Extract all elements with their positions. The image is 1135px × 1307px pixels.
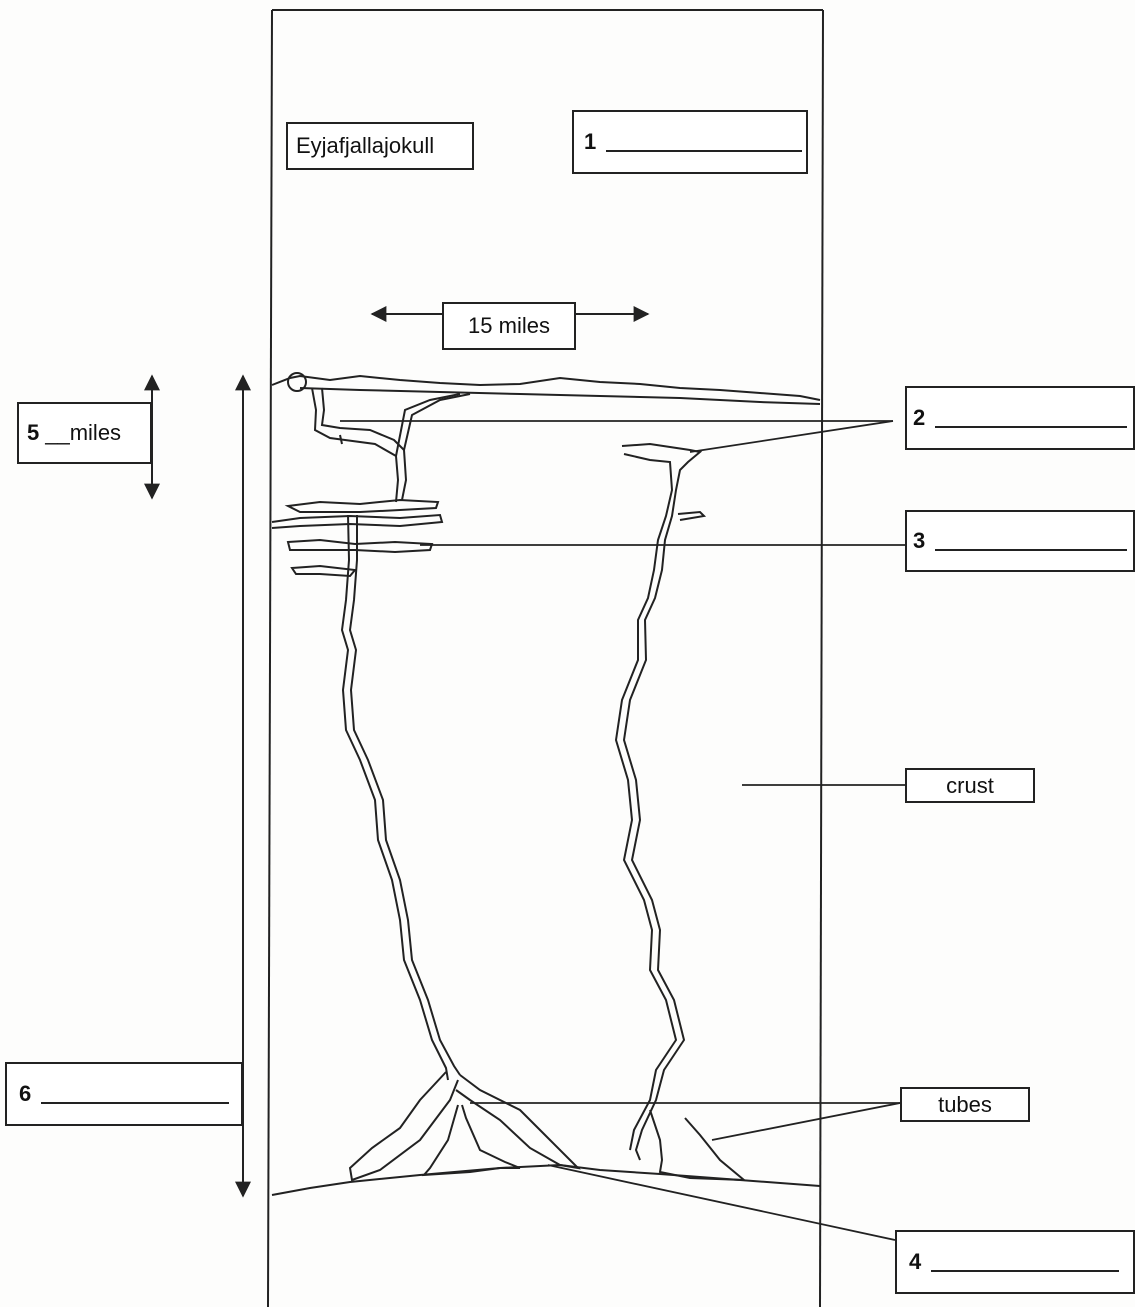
blank-5-number: 5 [27, 420, 39, 446]
blank-5-suffix[interactable]: __miles [45, 420, 121, 446]
blank-6-field[interactable] [41, 1084, 229, 1104]
volcano-name-label: Eyjafjallajokull [286, 122, 474, 170]
crust-label: crust [905, 768, 1035, 803]
crust-label-text: crust [946, 773, 994, 799]
cross-section-frame [268, 10, 823, 1307]
blank-1-field[interactable] [606, 132, 802, 152]
tube-network [272, 1072, 820, 1195]
blank-3-number: 3 [913, 528, 925, 554]
left-conduit [342, 515, 460, 1080]
blank-1-number: 1 [584, 129, 596, 155]
right-conduit [616, 444, 704, 1160]
tubes-label-text: tubes [938, 1092, 992, 1118]
tubes-label: tubes [900, 1087, 1030, 1122]
blank-3-field[interactable] [935, 531, 1127, 551]
blank-4-box: 4 [895, 1230, 1135, 1294]
blank-2-box: 2 [905, 386, 1135, 450]
ground-surface [272, 376, 820, 400]
blank-3-box: 3 [905, 510, 1135, 572]
blank-2-number: 2 [913, 405, 925, 431]
leader-lines [243, 421, 905, 1240]
blank-2-field[interactable] [935, 408, 1127, 428]
width-label-text: 15 miles [468, 313, 550, 339]
blank-6-number: 6 [19, 1081, 31, 1107]
blank-4-field[interactable] [931, 1252, 1119, 1272]
blank-1-box: 1 [572, 110, 808, 174]
blank-5-box: 5 __miles [17, 402, 152, 464]
blank-4-number: 4 [909, 1249, 921, 1275]
volcano-name-text: Eyjafjallajokull [296, 133, 434, 159]
ground-surface-inner [300, 388, 820, 404]
width-label: 15 miles [442, 302, 576, 350]
upper-conduits [312, 388, 470, 502]
blank-6-box: 6 [5, 1062, 243, 1126]
